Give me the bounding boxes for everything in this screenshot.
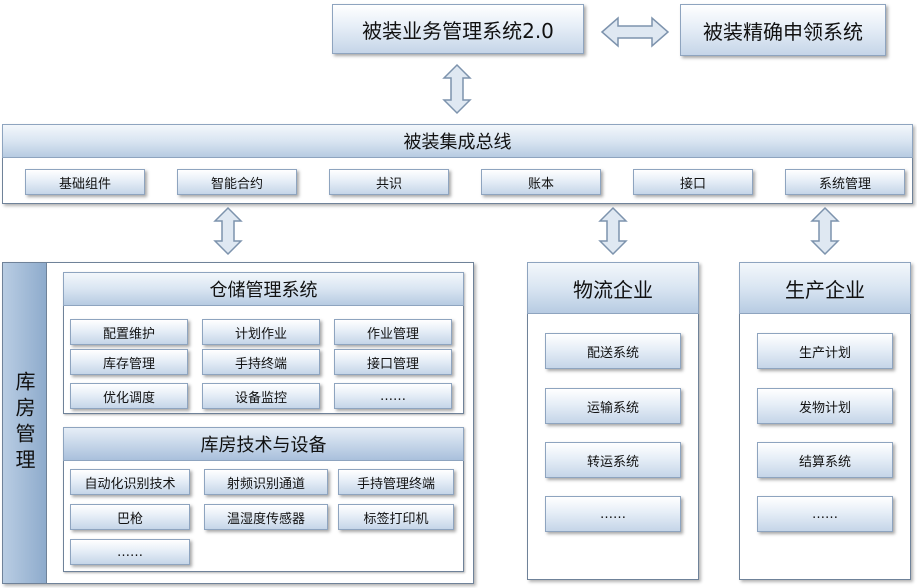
bidirectional-arrow-bus-warehouse <box>213 206 243 256</box>
wms-item: 计划作业 <box>202 319 320 345</box>
wms-item: 手持终端 <box>202 349 320 375</box>
bus-item: 系统管理 <box>785 169 905 195</box>
production-item: …… <box>757 496 893 532</box>
tech-title-bar: 库房技术与设备 <box>63 427 464 461</box>
wms-item: 优化调度 <box>70 383 188 409</box>
production-item: 结算系统 <box>757 442 893 478</box>
production-title-bar: 生产企业 <box>739 262 911 314</box>
wms-item: 接口管理 <box>334 349 452 375</box>
bus-title-bar: 被装集成总线 <box>2 124 913 158</box>
bus-title: 被装集成总线 <box>403 132 512 153</box>
logistics-item: 运输系统 <box>545 388 681 424</box>
logistics-title: 物流企业 <box>573 277 653 302</box>
tech-panel: 库房技术与设备 自动化识别技术 射频识别通道 手持管理终端 巴枪 温湿度传感器 … <box>63 427 464 572</box>
wms-panel: 仓储管理系统 配置维护 计划作业 作业管理 库存管理 手持终端 接口管理 优化调… <box>63 272 464 414</box>
wms-item: 作业管理 <box>334 319 452 345</box>
warehouse-side-label: 库房管理 <box>3 263 47 583</box>
tech-item: 标签打印机 <box>338 504 454 530</box>
wms-item: 配置维护 <box>70 319 188 345</box>
logistics-item: 转运系统 <box>545 442 681 478</box>
business-system-box: 被装业务管理系统2.0 <box>332 4 584 54</box>
wms-item: 库存管理 <box>70 349 188 375</box>
tech-title: 库房技术与设备 <box>200 435 327 456</box>
wms-title: 仓储管理系统 <box>209 280 318 301</box>
bidirectional-arrow-bus-logistics <box>598 206 628 256</box>
integration-bus: 被装集成总线 基础组件 智能合约 共识 账本 接口 系统管理 <box>2 124 913 204</box>
bus-item: 共识 <box>329 169 449 195</box>
bidirectional-arrow-horizontal <box>600 16 670 48</box>
production-item: 发物计划 <box>757 388 893 424</box>
tech-item: 巴枪 <box>70 504 190 530</box>
bus-item: 接口 <box>633 169 753 195</box>
warehouse-side-text: 库房管理 <box>12 371 36 475</box>
logistics-item: 配送系统 <box>545 333 681 369</box>
bus-item: 智能合约 <box>177 169 297 195</box>
apply-system-box: 被装精确申领系统 <box>680 4 886 56</box>
wms-title-bar: 仓储管理系统 <box>63 272 464 306</box>
tech-item: 手持管理终端 <box>338 469 454 495</box>
tech-item: 温湿度传感器 <box>204 504 328 530</box>
bus-item: 账本 <box>481 169 601 195</box>
logistics-panel: 物流企业 配送系统 运输系统 转运系统 …… <box>527 262 699 580</box>
production-title: 生产企业 <box>785 277 865 302</box>
bidirectional-arrow-top-bus <box>442 63 472 115</box>
bidirectional-arrow-bus-production <box>810 206 840 256</box>
logistics-title-bar: 物流企业 <box>527 262 699 314</box>
business-system-label: 被装业务管理系统2.0 <box>362 18 554 43</box>
wms-item: 设备监控 <box>202 383 320 409</box>
tech-item: …… <box>70 539 190 565</box>
production-item: 生产计划 <box>757 333 893 369</box>
apply-system-label: 被装精确申领系统 <box>703 19 863 44</box>
wms-item: …… <box>334 383 452 409</box>
tech-item: 射频识别通道 <box>204 469 328 495</box>
bus-item: 基础组件 <box>25 169 145 195</box>
production-panel: 生产企业 生产计划 发物计划 结算系统 …… <box>739 262 911 580</box>
logistics-item: …… <box>545 496 681 532</box>
tech-item: 自动化识别技术 <box>70 469 190 495</box>
